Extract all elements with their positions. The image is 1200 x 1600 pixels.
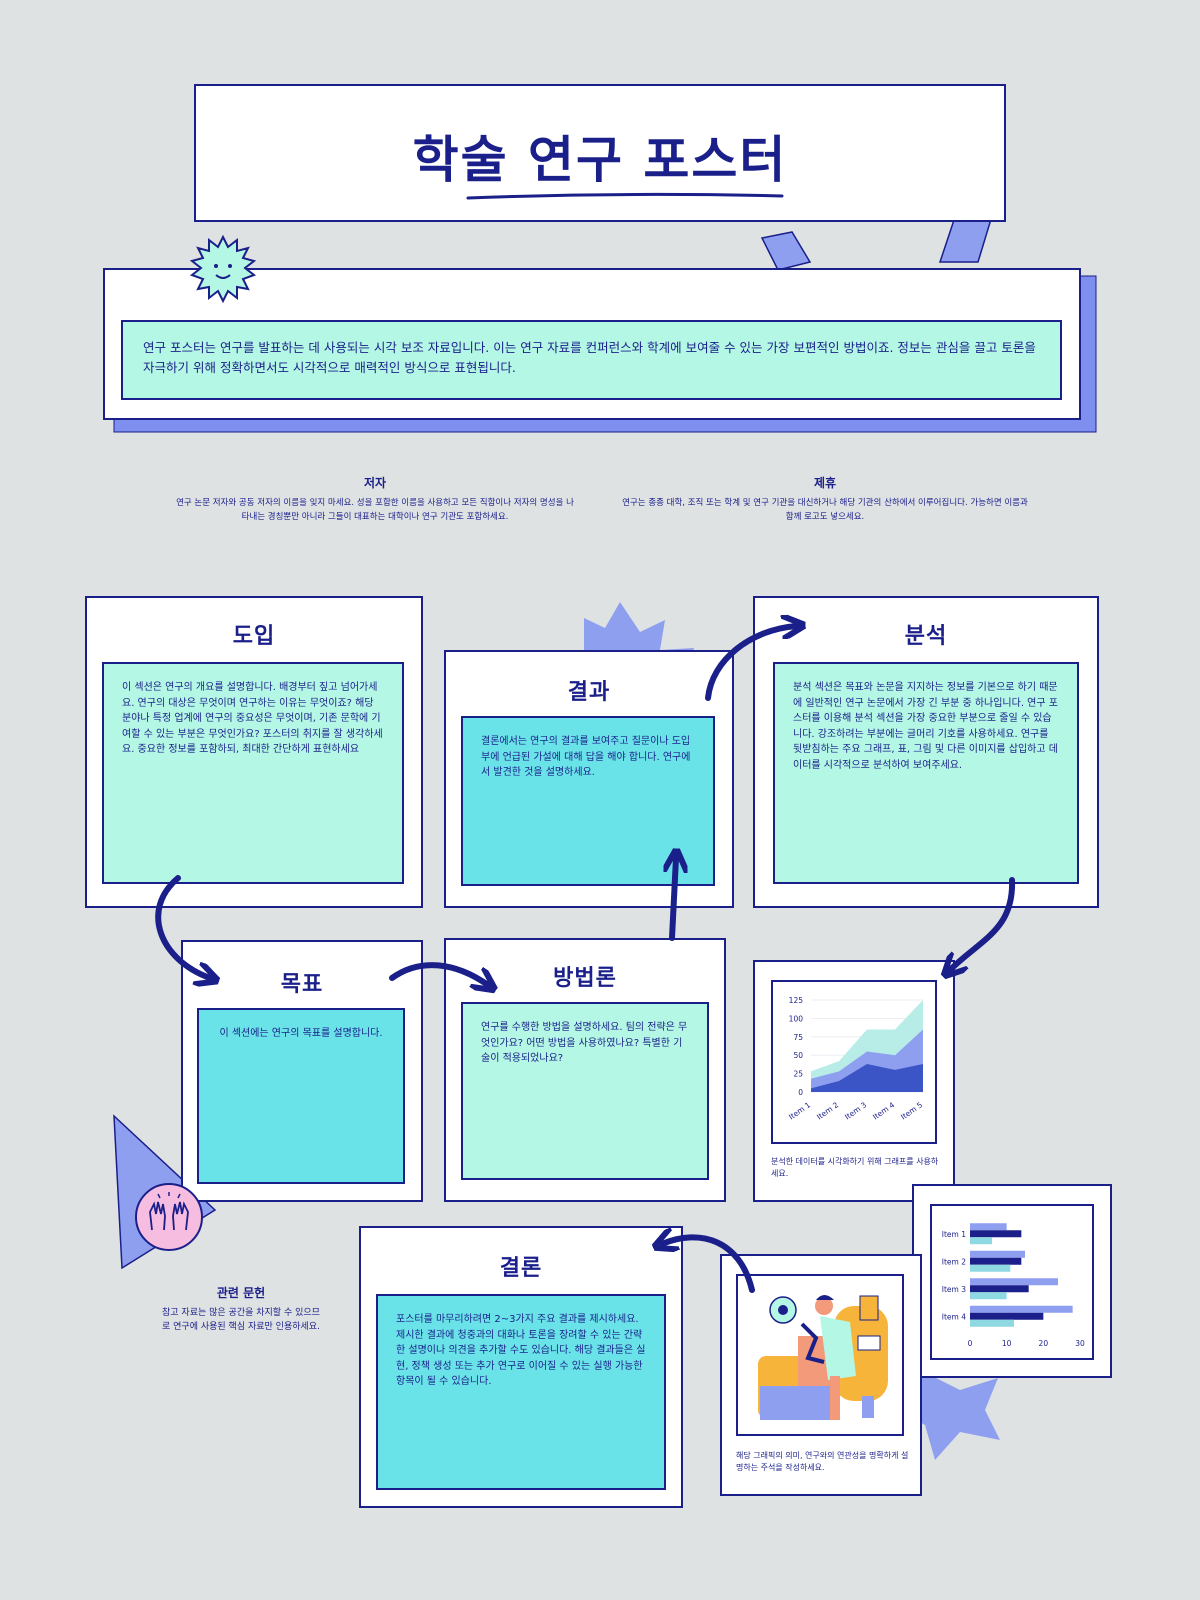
conclusion-text: 포스터를 마무리하려면 2~3가지 주요 결과를 제시하세요. 제시한 결과에 … xyxy=(376,1294,666,1490)
area-series-3 xyxy=(811,1064,923,1092)
intro-section-title: 도입 xyxy=(232,624,276,649)
y-category-label: Item 3 xyxy=(942,1285,966,1294)
x-tick-label: 20 xyxy=(1039,1339,1049,1348)
bar xyxy=(970,1305,1073,1313)
image-card: 해당 그래픽의 의미, 연구와의 연관성을 명확하게 설명하는 주석을 작성하세… xyxy=(720,1254,922,1496)
authors-heading: 저자 xyxy=(363,476,387,490)
y-category-label: Item 1 xyxy=(942,1230,966,1239)
y-category-label: Item 4 xyxy=(942,1312,966,1321)
intro-section-card: 도입 이 섹션은 연구의 개요를 설명합니다. 배경부터 짚고 넘어가세요. 연… xyxy=(85,596,423,908)
methodology-title: 방법론 xyxy=(553,966,617,991)
conclusion-card: 결론 포스터를 마무리하려면 2~3가지 주요 결과를 제시하세요. 제시한 결… xyxy=(359,1226,683,1508)
references-heading: 관련 문헌 xyxy=(216,1286,266,1300)
arrow-goals-to-methodology xyxy=(389,962,488,985)
affiliation-block: 제휴 연구는 종종 대학, 조직 또는 학계 및 연구 기관을 대신하거나 해당… xyxy=(620,474,1030,524)
x-tick-label: 10 xyxy=(1002,1339,1012,1348)
bar xyxy=(970,1250,1025,1258)
bar xyxy=(970,1319,1014,1327)
analysis-title: 분석 xyxy=(904,624,948,649)
scientist-microscope-illustration xyxy=(758,1295,888,1420)
ribbon-left-decoration xyxy=(760,231,812,271)
intro-section-text: 이 섹션은 연구의 개요를 설명합니다. 배경부터 짚고 넘어가세요. 연구의 … xyxy=(102,662,404,884)
image-frame xyxy=(736,1274,904,1436)
references-block: 관련 문헌 참고 자료는 많은 공간을 차지할 수 있으므로 연구에 사용된 핵… xyxy=(162,1284,320,1335)
bar xyxy=(970,1285,1029,1293)
analysis-card: 분석 분석 섹션은 목표와 논문을 지지하는 정보를 기본으로 하기 때문에 일… xyxy=(753,596,1099,908)
references-text: 참고 자료는 많은 공간을 차지할 수 있으므로 연구에 사용된 핵심 자료만 … xyxy=(162,1308,320,1332)
y-category-label: Item 2 xyxy=(942,1257,966,1266)
arrow-intro-to-goals xyxy=(155,875,210,978)
y-tick-label: 125 xyxy=(789,996,804,1005)
bar-chart: Item 1 Item 2 Item 3 Item 4 0 10 20 30 xyxy=(942,1223,1085,1348)
analysis-text: 분석 섹션은 목표와 논문을 지지하는 정보를 기본으로 하기 때문에 일반적인… xyxy=(773,662,1079,884)
bar xyxy=(970,1264,1011,1272)
y-tick-label: 100 xyxy=(789,1014,804,1023)
affiliation-text: 연구는 종종 대학, 조직 또는 학계 및 연구 기관을 대신하거나 해당 기관… xyxy=(622,498,1028,522)
bar xyxy=(970,1257,1022,1265)
bar-chart-frame: Item 1 Item 2 Item 3 Item 4 0 10 20 30 xyxy=(930,1204,1094,1360)
poster-title: 학술 연구 포스터 xyxy=(412,131,788,189)
star-decoration-bottom xyxy=(898,1370,1000,1460)
y-tick-label: 25 xyxy=(793,1070,803,1079)
bar xyxy=(970,1292,1007,1300)
sun-face-icon xyxy=(189,234,257,304)
bar xyxy=(970,1223,1007,1231)
bar xyxy=(970,1312,1044,1320)
y-tick-label: 75 xyxy=(793,1033,803,1042)
title-card: 학술 연구 포스터 xyxy=(194,84,1006,222)
star-decoration-top xyxy=(584,602,694,660)
goals-text: 이 섹션에는 연구의 목표를 설명합니다. xyxy=(197,1008,405,1184)
bar xyxy=(970,1278,1058,1286)
hands-icon xyxy=(135,1183,203,1251)
methodology-text: 연구를 수행한 방법을 설명하세요. 팀의 전략은 무엇인가요? 어떤 방법을 … xyxy=(461,1002,709,1180)
image-caption: 해당 그래픽의 의미, 연구와의 연관성을 명확하게 설명하는 주석을 작성하세… xyxy=(736,1451,909,1472)
x-tick-label: 0 xyxy=(968,1339,973,1348)
title-underline xyxy=(466,192,784,200)
arrow-image-to-conclusion xyxy=(662,1237,755,1293)
arrow-analysis-to-chart xyxy=(950,877,1016,970)
goals-title: 목표 xyxy=(280,972,324,997)
conclusion-title: 결론 xyxy=(499,1256,543,1281)
results-title: 결과 xyxy=(567,680,611,705)
arrow-methodology-to-results xyxy=(672,858,676,941)
intro-card: 연구 포스터는 연구를 발표하는 데 사용되는 시각 보조 자료입니다. 이는 … xyxy=(103,268,1081,420)
authors-block: 저자 연구 논문 저자와 공동 저자의 이름을 잊지 마세요. 성을 포함한 이… xyxy=(174,474,576,524)
affiliation-heading: 제휴 xyxy=(813,476,837,490)
bar xyxy=(970,1230,1022,1238)
y-tick-label: 50 xyxy=(793,1051,803,1060)
chart-caption: 분석한 데이터를 시각화하기 위해 그래프를 사용하세요. xyxy=(771,1157,939,1178)
x-tick-label: 30 xyxy=(1075,1339,1085,1348)
methodology-card: 방법론 연구를 수행한 방법을 설명하세요. 팀의 전략은 무엇인가요? 어떤 … xyxy=(444,938,726,1202)
bar xyxy=(970,1237,992,1245)
goals-card: 목표 이 섹션에는 연구의 목표를 설명합니다. xyxy=(181,940,423,1202)
intro-text: 연구 포스터는 연구를 발표하는 데 사용되는 시각 보조 자료입니다. 이는 … xyxy=(121,320,1062,400)
arrow-results-to-analysis xyxy=(705,626,796,701)
y-tick-label: 0 xyxy=(798,1088,803,1097)
authors-text: 연구 논문 저자와 공동 저자의 이름을 잊지 마세요. 성을 포함한 이름을 … xyxy=(176,498,574,522)
